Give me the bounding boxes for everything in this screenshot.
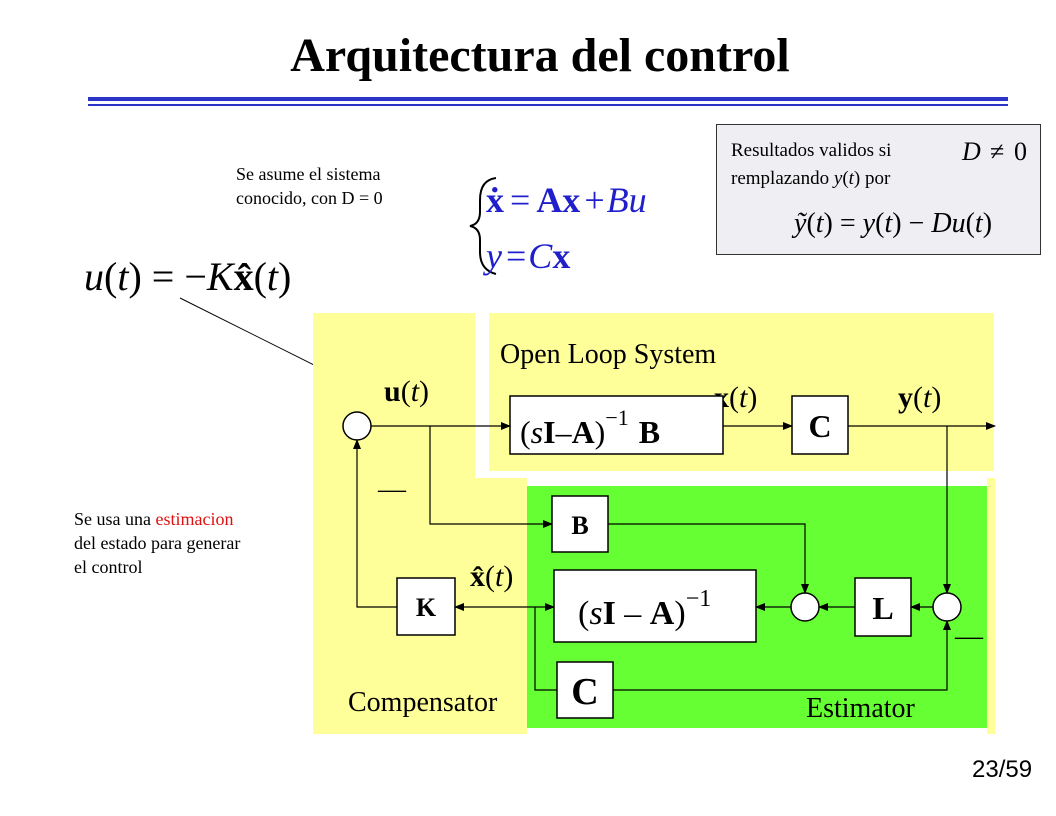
svg-text:L: L (872, 590, 893, 626)
minus-sign-error: — (954, 621, 984, 652)
sum-junction-control (342, 411, 372, 441)
svg-text:ẋ=Ax+Bu: ẋ=Ax+Bu (486, 180, 647, 220)
sum-junction-error (932, 592, 962, 622)
b-block (551, 495, 609, 553)
d-not-zero-eq: D ≠ 0 (961, 137, 1027, 166)
estimator-label: Estimator (806, 693, 916, 724)
plant-block (509, 395, 724, 455)
svg-text:≠: ≠ (990, 137, 1004, 166)
svg-text:D: D (961, 137, 981, 166)
title-rule-thick (88, 97, 1008, 101)
control-law: u(t) = −Kx̂(t) (84, 254, 291, 299)
svg-text:K: K (416, 593, 437, 622)
xhat-label: x̂(t) (470, 560, 513, 593)
note-system: Se asume el sistema conocido, con D = 0 (236, 164, 383, 208)
sum-junction-estimator (790, 592, 820, 622)
svg-text:C: C (808, 408, 831, 444)
y-tilde-eq: ỹ(t) = y(t) − Du(t) (791, 208, 992, 239)
svg-text:ỹ(t) = y(t) − Du(t): ỹ(t) = y(t) − Du(t) (791, 208, 992, 239)
svg-text:0: 0 (1014, 137, 1027, 166)
estimator-dynamics-block (553, 569, 757, 643)
page-number: 23/59 (972, 756, 1033, 783)
svg-text:C: C (571, 671, 598, 713)
minus-sign-control: — (377, 474, 407, 505)
title-rule-thin (88, 104, 1008, 106)
c-block-plant (791, 395, 849, 455)
y-label: y(t) (898, 381, 941, 414)
signal-wires (353, 422, 996, 691)
u-label: u(t) (384, 375, 429, 408)
svg-text:y=Cx: y=Cx (483, 236, 570, 276)
k-block (396, 577, 456, 636)
note-estimate: Se usa una estimacion del estado para ge… (74, 509, 241, 577)
page-title: Arquitectura del control (290, 29, 790, 82)
open-loop-label: Open Loop System (500, 339, 716, 370)
svg-text:u(t) = −Kx̂(t): u(t) = −Kx̂(t) (84, 254, 291, 299)
results-box: Resultados validos si remplazando y(t) p… (716, 124, 1041, 255)
compensator-label: Compensator (348, 687, 498, 718)
svg-text:B: B (571, 511, 588, 540)
system-equations: ẋ=Ax+Bu y=Cx (469, 177, 647, 276)
l-block (854, 577, 912, 637)
